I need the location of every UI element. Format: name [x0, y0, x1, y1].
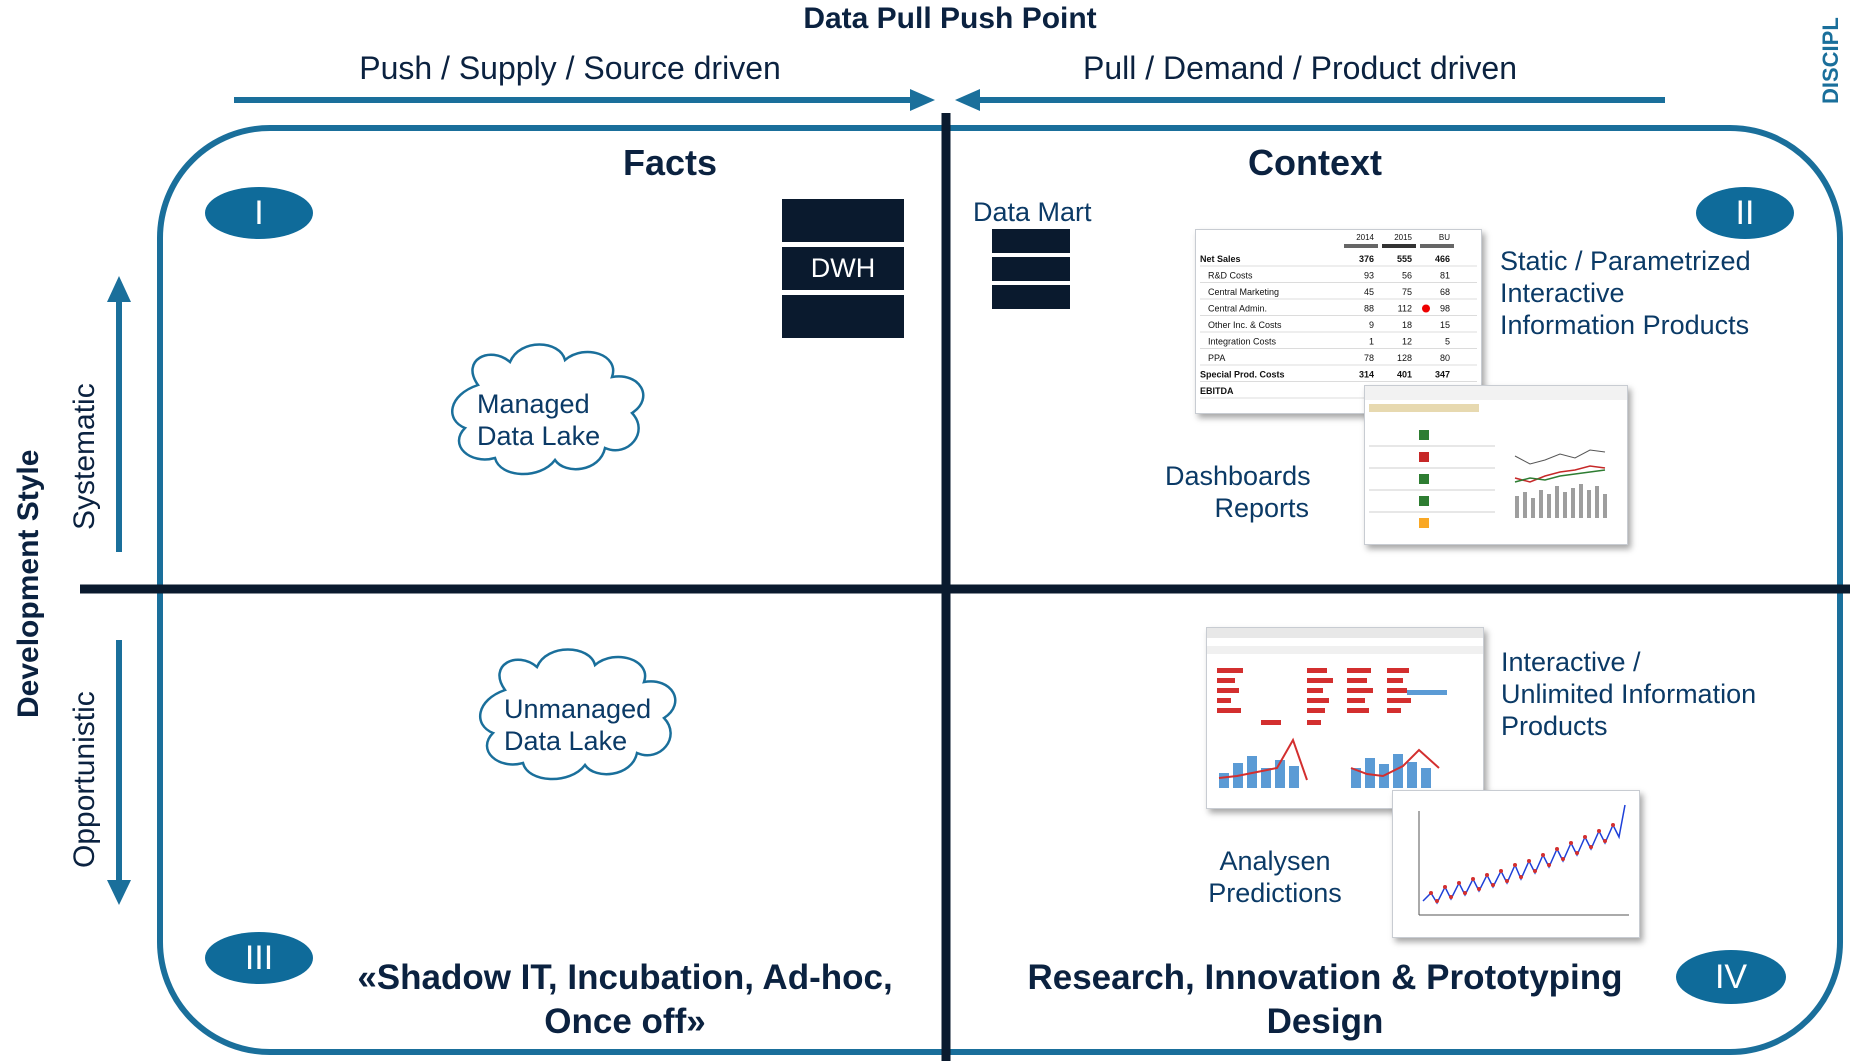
- push-arrow-label: Push / Supply / Source driven: [359, 50, 781, 86]
- report-cell-value: 98: [1440, 304, 1450, 314]
- report-cell-value: 128: [1397, 353, 1412, 363]
- report-column-bar: [1382, 244, 1416, 248]
- report-row-label: Other Inc. & Costs: [1208, 320, 1282, 330]
- dashboards-reports-label: Dashboards Reports: [1165, 461, 1311, 523]
- mart-block-3: [992, 285, 1070, 309]
- managed-data-lake-label: Managed Data Lake: [477, 389, 601, 451]
- unmanaged-cloud-shape: [478, 648, 677, 781]
- report-cell-value: 12: [1402, 337, 1412, 347]
- report-column-header: BU: [1439, 233, 1450, 242]
- dwh-label: DWH: [782, 247, 904, 290]
- report-cell-value: 56: [1402, 271, 1412, 281]
- dashboard-graphic: [1365, 386, 1627, 528]
- pull-arrow-label: Pull / Demand / Product driven: [1083, 50, 1517, 86]
- report-row-label: Net Sales: [1200, 254, 1241, 264]
- report-row-label: Central Admin.: [1208, 304, 1267, 314]
- dwh-block-top: [782, 199, 904, 242]
- report-cell-value: 45: [1364, 287, 1374, 297]
- report-column-header: 2015: [1394, 233, 1412, 242]
- research-caption: Research, Innovation & Prototyping Desig…: [1027, 958, 1623, 1041]
- dashboard-thumbnail: [1364, 385, 1628, 545]
- report-row-label: PPA: [1208, 353, 1225, 363]
- report-cell-value: 68: [1440, 287, 1450, 297]
- report-row-label: R&D Costs: [1208, 271, 1253, 281]
- mart-block-1: [992, 229, 1070, 253]
- alert-dot: [1422, 304, 1430, 313]
- report-cell-value: 81: [1440, 271, 1450, 281]
- analysis-chart-thumbnail: [1392, 790, 1640, 938]
- report-cell-value: 80: [1440, 353, 1450, 363]
- report-cell-value: 401: [1397, 370, 1412, 380]
- report-row-label: Integration Costs: [1208, 337, 1277, 347]
- interactive-product-thumbnail: [1206, 627, 1484, 809]
- report-row-label: Central Marketing: [1208, 287, 1279, 297]
- report-cell-value: 555: [1397, 254, 1412, 264]
- data-mart-stack: [992, 229, 1070, 309]
- unmanaged-data-lake-label: Unmanaged Data Lake: [504, 694, 652, 756]
- report-cell-value: 5: [1445, 337, 1450, 347]
- quadrant-ii-badge: II: [1696, 187, 1794, 239]
- push-arrow-head: [910, 89, 935, 111]
- systematic-label: Systematic: [68, 383, 101, 530]
- report-cell-value: 466: [1435, 254, 1450, 264]
- report-cell-value: 376: [1359, 254, 1374, 264]
- dwh-stack: DWH: [782, 199, 904, 338]
- mart-block-2: [992, 257, 1070, 281]
- analysen-predictions-label: Analysen Predictions: [1208, 846, 1342, 908]
- report-cell-value: 75: [1402, 287, 1412, 297]
- report-cell-value: 314: [1359, 370, 1374, 380]
- context-title: Context: [1248, 142, 1382, 183]
- quadrant-iv-badge: IV: [1676, 950, 1786, 1004]
- interactive-product-graphic: [1207, 628, 1483, 788]
- report-column-header: 2014: [1356, 233, 1374, 242]
- diagram-title: Data Pull Push Point: [803, 2, 1097, 35]
- quadrant-iii-badge: III: [205, 932, 313, 984]
- managed-cloud-shape: [451, 343, 645, 476]
- data-mart-label: Data Mart: [973, 197, 1092, 227]
- shadow-it-caption: «Shadow IT, Incubation, Ad-hoc, Once off…: [357, 958, 893, 1041]
- report-cell-value: 9: [1369, 320, 1374, 330]
- report-row-label: EBITDA: [1200, 386, 1234, 396]
- opportunistic-arrow-head: [107, 880, 131, 905]
- pull-arrow-head: [955, 89, 980, 111]
- facts-title: Facts: [622, 142, 718, 183]
- report-cell-value: 1: [1369, 337, 1374, 347]
- interactive-products-label: Interactive / Unlimited Information Prod…: [1501, 647, 1757, 741]
- static-products-label: Static / Parametrized Interactive Inform…: [1500, 246, 1751, 340]
- report-row-label: Special Prod. Costs: [1200, 370, 1285, 380]
- analysis-chart-graphic: [1418, 804, 1629, 916]
- quadrant-i-badge: I: [205, 187, 313, 239]
- development-style-label: Development Style: [12, 449, 45, 718]
- report-cell-value: 347: [1435, 370, 1450, 380]
- report-cell-value: 93: [1364, 271, 1374, 281]
- report-cell-value: 15: [1440, 320, 1450, 330]
- systematic-arrow-head: [107, 276, 131, 302]
- opportunistic-label: Opportunistic: [68, 691, 101, 868]
- dwh-block-bottom: [782, 295, 904, 338]
- report-cell-value: 18: [1402, 320, 1412, 330]
- report-cell-value: 88: [1364, 304, 1374, 314]
- report-cell-value: 78: [1364, 353, 1374, 363]
- report-column-bar: [1344, 244, 1378, 248]
- report-cell-value: 112: [1398, 304, 1412, 314]
- report-column-bar: [1420, 244, 1454, 248]
